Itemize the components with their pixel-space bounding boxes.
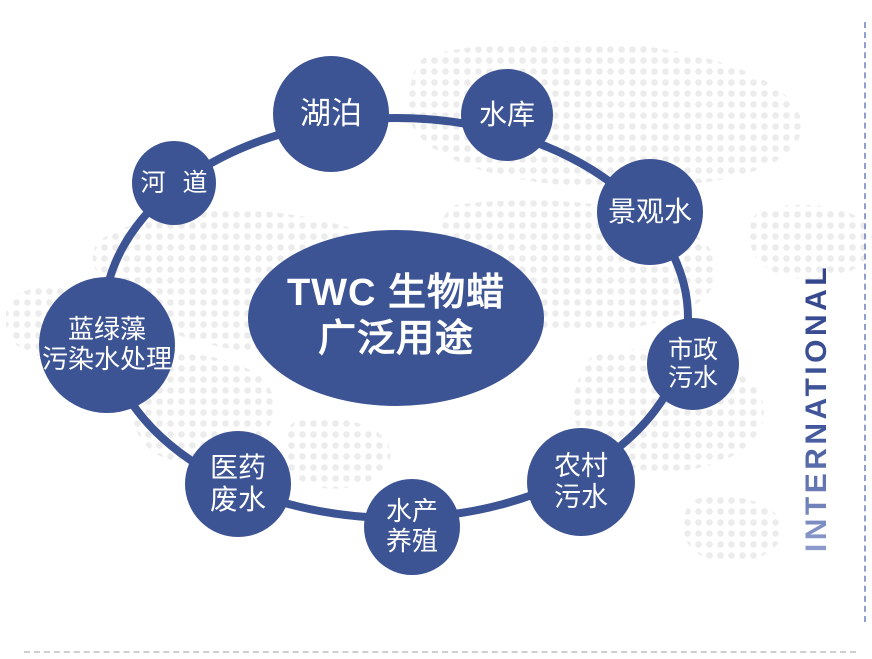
node-circle-pharma-wastewater[interactable] [185,431,291,537]
center-node-circle[interactable] [248,230,544,406]
node-circle-aquaculture[interactable] [364,479,460,575]
node-circle-algae-polluted-water[interactable] [39,277,175,413]
node-circles [39,56,739,575]
node-circle-rural-sewage[interactable] [527,428,635,536]
right-dashed-divider [864,22,866,622]
bottom-dashed-divider [24,651,856,653]
center-ellipse [248,230,544,406]
node-circle-landscape-water[interactable] [597,159,703,265]
node-circle-reservoir[interactable] [461,69,553,161]
node-circle-municipal-sewage[interactable] [647,318,739,410]
node-circle-river-channel[interactable] [132,141,216,225]
node-circle-lake[interactable] [273,56,389,172]
